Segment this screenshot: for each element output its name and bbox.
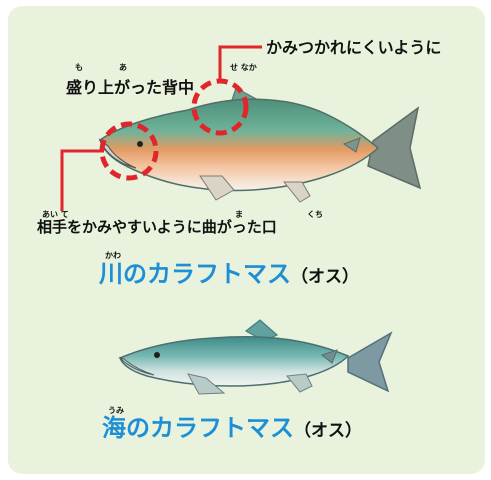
river-salmon-tail bbox=[367, 106, 422, 190]
sea-salmon-tail bbox=[347, 331, 393, 393]
ruby-kawa: かわ bbox=[105, 251, 121, 260]
river-salmon-figure bbox=[60, 45, 422, 211]
ruby-a: あ bbox=[119, 63, 127, 72]
ruby-aite: あい て bbox=[42, 210, 69, 219]
sea-salmon-body bbox=[119, 335, 350, 387]
back-annotation-line2: 盛り上がった背中 bbox=[66, 78, 195, 97]
sea-caption: 海のカラフトマス（オス） bbox=[102, 416, 362, 440]
illustration-panel: も あ せ なか かみつかれにくいように 盛り上がった背中 あい て ま くち … bbox=[8, 6, 485, 474]
mouth-annotation: 相手をかみやすいように曲がった口 bbox=[37, 218, 277, 236]
mouth-highlight-circle bbox=[99, 121, 159, 181]
back-callout-line bbox=[218, 45, 262, 81]
river-caption: 川のカラフトマス（オス） bbox=[99, 262, 359, 286]
ruby-mo: も bbox=[75, 63, 83, 72]
river-caption-sex: （オス） bbox=[291, 267, 359, 287]
back-annotation-line1: かみつかれにくいように bbox=[266, 38, 442, 57]
sea-salmon-figure bbox=[118, 319, 393, 395]
ruby-umi: うみ bbox=[108, 406, 124, 415]
sea-caption-sex: （オス） bbox=[294, 421, 362, 441]
sea-caption-name: 海のカラフトマス bbox=[102, 414, 294, 442]
river-caption-name: 川のカラフトマス bbox=[99, 260, 291, 288]
river-salmon-body bbox=[99, 98, 380, 192]
ruby-kuchi: くち bbox=[307, 210, 323, 219]
ruby-senaka: せ なか bbox=[230, 63, 257, 72]
mouth-callout-line bbox=[60, 149, 104, 211]
ruby-ma: ま bbox=[235, 210, 243, 219]
